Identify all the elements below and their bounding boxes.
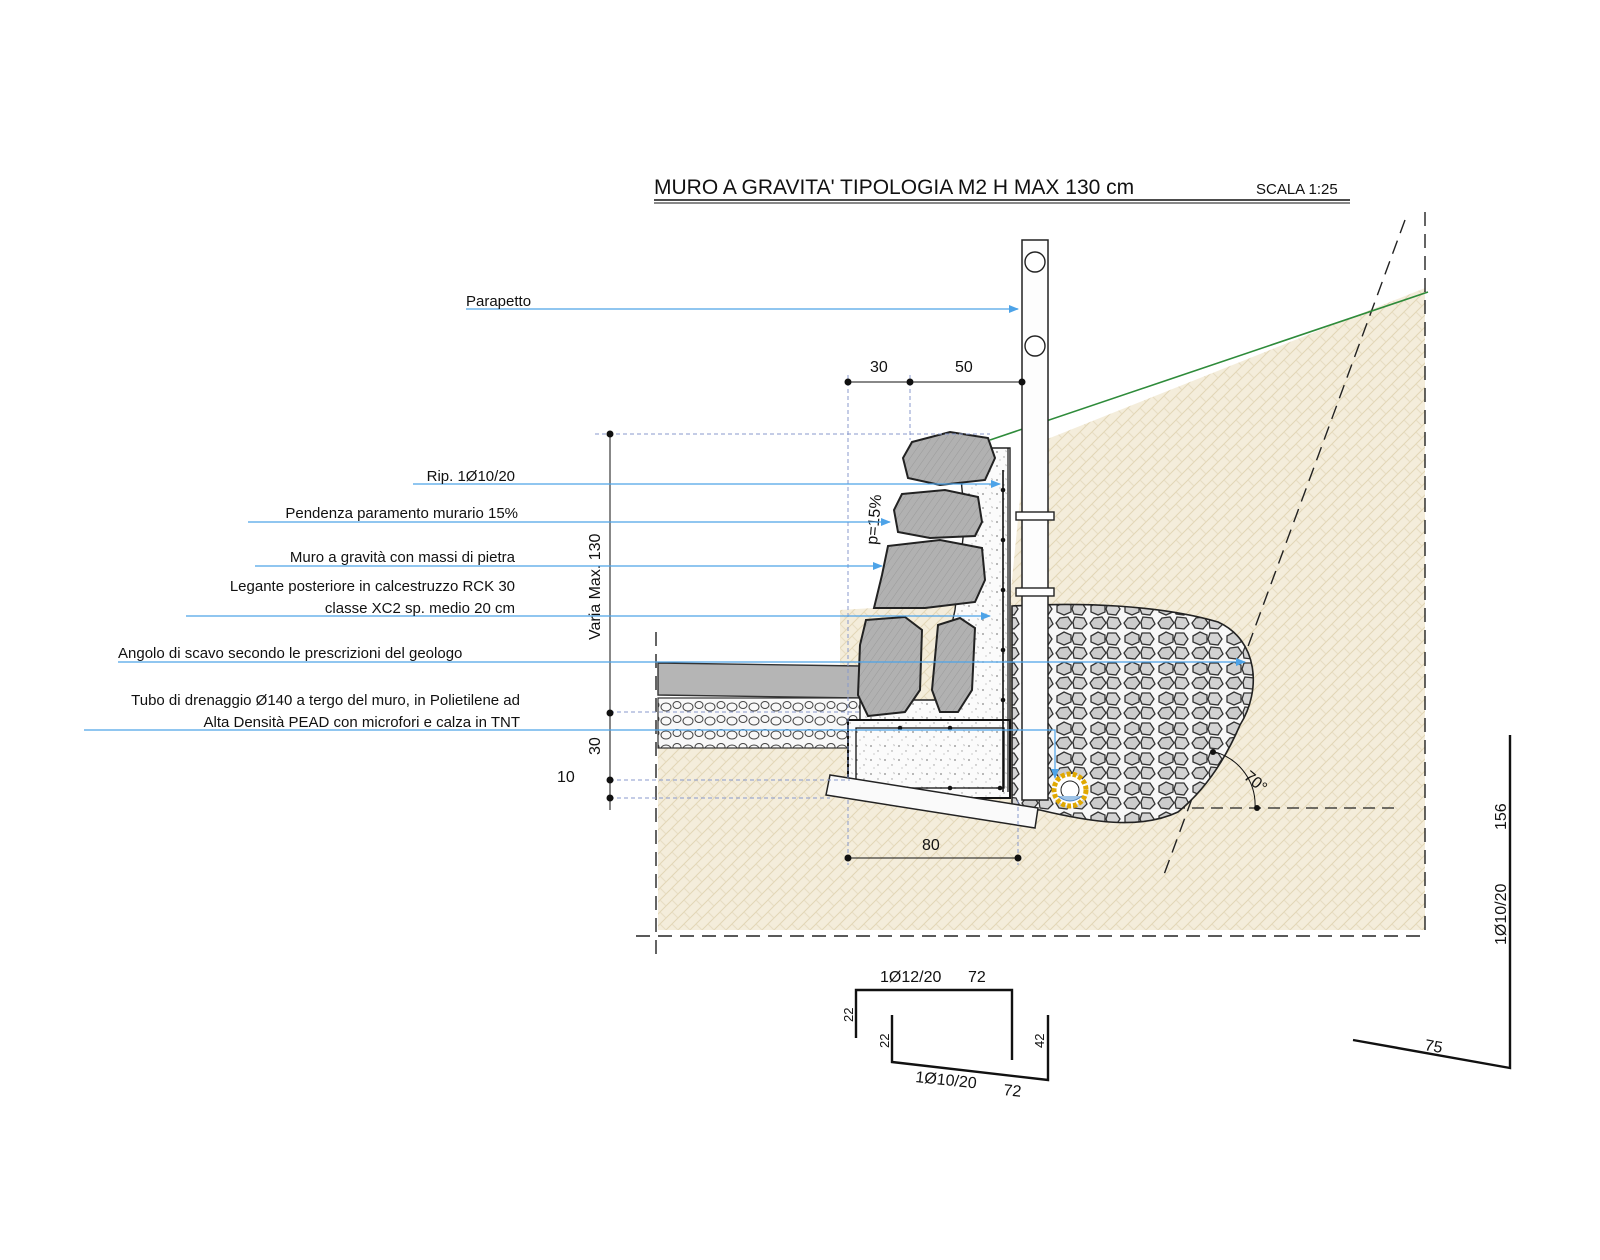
- excavation-line: [1161, 219, 1406, 881]
- dim-base-80: 80: [922, 837, 940, 854]
- height-dimension: [595, 430, 990, 810]
- dim-top-30: 30: [870, 359, 888, 376]
- dim-base-30: 30: [587, 737, 604, 755]
- callout-parapetto: Parapetto: [466, 293, 531, 310]
- callout-pendenza: Pendenza paramento murario 15%: [285, 505, 518, 522]
- dim-varia: Varia Max. 130: [587, 533, 604, 640]
- callout-angolo: Angolo di scavo secondo le prescrizioni …: [118, 645, 462, 662]
- parapet-post: [1015, 239, 1055, 801]
- rebar-inner-left: 22: [877, 1034, 892, 1048]
- callout-tubo-2: Alta Densità PEAD con microfori e calza …: [203, 714, 520, 731]
- rebar-upper-label: 1Ø12/20: [880, 969, 941, 986]
- rebar-u-shapes: [854, 988, 1050, 1082]
- ground-line: [989, 291, 1429, 441]
- dim-top-50: 50: [955, 359, 973, 376]
- road-pavement: [657, 662, 864, 749]
- callout-leaders: [84, 305, 1246, 779]
- base-dimension: [844, 800, 1022, 865]
- rebar-l-label: 1Ø10/20: [1493, 884, 1510, 945]
- rebar-lower-len: 72: [1003, 1082, 1023, 1101]
- callout-muro: Muro a gravità con massi di pietra: [290, 549, 516, 566]
- rebar-l-shape: [1352, 735, 1512, 1070]
- rebar-upper-left: 22: [841, 1008, 856, 1022]
- drawing-title: MURO A GRAVITA' TIPOLOGIA M2 H MAX 130 c…: [654, 176, 1134, 199]
- foundation-footing: [825, 719, 1039, 829]
- drainage-backfill: [1011, 603, 1255, 824]
- stone-masonry: [856, 430, 997, 718]
- rebar-l-base: 75: [1423, 1037, 1444, 1057]
- drainage-pipe: [1051, 771, 1089, 809]
- callout-legante-1: Legante posteriore in calcestruzzo RCK 3…: [230, 578, 515, 595]
- rebar-l-height: 156: [1493, 803, 1510, 830]
- drawing-scale: SCALA 1:25: [1256, 181, 1338, 198]
- rebar-right-leg: 42: [1032, 1034, 1047, 1048]
- callout-tubo-1: Tubo di drenaggio Ø140 a tergo del muro,…: [131, 692, 520, 709]
- dim-base-10: 10: [557, 769, 575, 786]
- callout-rip: Rip. 1Ø10/20: [427, 468, 515, 485]
- rebar-upper-len: 72: [968, 969, 986, 986]
- rebar-lower-label: 1Ø10/20: [915, 1069, 978, 1092]
- callout-legante-2: classe XC2 sp. medio 20 cm: [325, 600, 515, 617]
- dim-slope: p=15%: [864, 494, 885, 546]
